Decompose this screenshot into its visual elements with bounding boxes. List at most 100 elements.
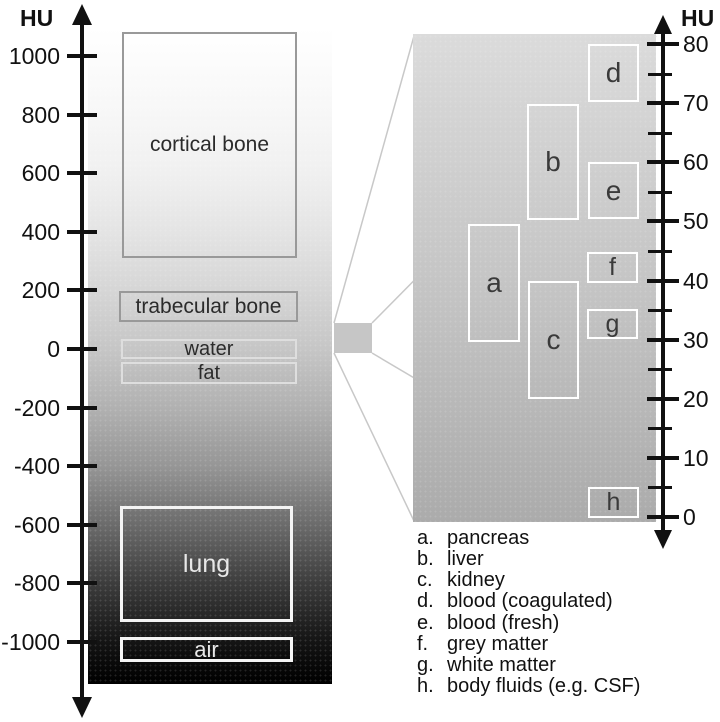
left-axis-tick-label--400: -400 <box>13 453 60 479</box>
legend-name: grey matter <box>447 633 549 655</box>
left-axis-tick-label--200: -200 <box>13 395 60 421</box>
right-axis-major-tick <box>647 219 679 223</box>
right-axis-major-tick <box>647 279 679 283</box>
legend-key: d. <box>417 590 434 612</box>
water-box: water <box>121 337 297 360</box>
right-axis-major-tick <box>647 397 679 401</box>
left-axis-line <box>80 20 84 700</box>
right-axis-major-tick <box>647 101 679 105</box>
right-axis-tick-label-50: 50 <box>683 208 709 234</box>
blood-fresh-letter: e <box>605 174 622 206</box>
grey-matter-letter: f <box>609 253 616 281</box>
fat-box: fat <box>121 362 297 384</box>
legend-item-liver: b. liver <box>417 548 697 570</box>
right-axis-major-tick <box>647 160 679 164</box>
legend-key: e. <box>417 612 434 634</box>
left-axis-tick <box>67 54 97 58</box>
left-axis-tick-label--800: -800 <box>13 570 60 596</box>
liver-letter: b <box>545 146 561 177</box>
left-axis-tick <box>67 581 97 585</box>
legend-key: c. <box>417 569 433 591</box>
left-axis-arrow-up-icon <box>72 4 92 25</box>
air-label: air <box>194 636 219 662</box>
kidney-letter: c <box>546 324 561 355</box>
grey-matter-range-box: f <box>587 252 638 283</box>
right-axis-tick-label-10: 10 <box>683 445 709 471</box>
kidney-range-box: c <box>528 281 579 399</box>
right-axis-unit-label: HU <box>681 5 715 31</box>
cortical-bone-label: cortical bone <box>149 133 270 156</box>
left-axis-tick <box>67 347 97 351</box>
air-box: air <box>120 637 293 662</box>
legend-name: liver <box>447 548 484 570</box>
right-axis-minor-tick <box>648 309 672 312</box>
right-axis-tick-label-60: 60 <box>683 149 709 175</box>
legend-item-blood-fresh: e. blood (fresh) <box>417 612 697 634</box>
right-axis-major-tick <box>647 42 679 46</box>
fat-label: fat <box>197 361 221 384</box>
right-axis-minor-tick <box>648 368 672 371</box>
zoom-source-rect <box>334 323 372 353</box>
legend-name: pancreas <box>447 527 530 549</box>
legend-key: b. <box>417 548 434 570</box>
right-axis-major-tick <box>647 338 679 342</box>
left-axis-tick <box>67 464 97 468</box>
left-axis-tick <box>67 113 97 117</box>
left-axis-tick <box>67 288 97 292</box>
lung-box: lung <box>120 506 293 622</box>
blood-coagulated-letter: d <box>605 57 622 88</box>
right-axis-minor-tick <box>648 191 672 194</box>
legend-item-pancreas: a. pancreas <box>417 527 697 549</box>
legend-key: h. <box>417 675 434 697</box>
right-axis-tick-label-70: 70 <box>683 90 709 116</box>
legend-key: f. <box>417 633 429 655</box>
legend-name: blood (coagulated) <box>447 590 613 612</box>
right-axis-arrow-up-icon <box>654 15 672 34</box>
lung-label: lung <box>182 549 231 578</box>
white-matter-letter: g <box>605 309 620 338</box>
right-axis-tick-label-20: 20 <box>683 386 709 412</box>
legend-item-grey-matter: f. grey matter <box>417 633 697 655</box>
left-axis-unit-label: HU <box>20 5 54 31</box>
water-label: water <box>184 337 234 360</box>
right-axis-tick-label-80: 80 <box>683 31 709 57</box>
body-fluids-letter: h <box>606 488 621 516</box>
right-axis-minor-tick <box>648 132 672 135</box>
white-matter-range-box: g <box>587 309 638 339</box>
right-axis-tick-label-30: 30 <box>683 327 709 353</box>
body-fluids-range-box: h <box>588 487 639 518</box>
left-axis-tick-label-800: 800 <box>21 102 60 128</box>
left-axis-tick-label-200: 200 <box>21 277 60 303</box>
legend-item-white-matter: g. white matter <box>417 654 697 676</box>
right-axis-minor-tick <box>648 486 672 489</box>
right-axis-tick-label-0: 0 <box>683 504 696 530</box>
left-axis-tick <box>67 230 97 234</box>
legend-item-kidney: c. kidney <box>417 569 697 591</box>
left-axis-tick <box>67 171 97 175</box>
left-axis-tick-label-0: 0 <box>47 336 60 362</box>
callout-line-top-left <box>333 35 415 324</box>
right-axis-major-tick <box>647 515 679 519</box>
pancreas-range-box: a <box>468 224 520 342</box>
left-axis-tick-label-600: 600 <box>21 160 60 186</box>
legend-key: a. <box>417 527 434 549</box>
trabecular-bone-box: trabecular bone <box>119 291 298 322</box>
right-axis-major-tick <box>647 456 679 460</box>
pancreas-letter: a <box>486 267 502 298</box>
left-axis-tick <box>67 406 97 410</box>
legend-name: blood (fresh) <box>447 612 560 634</box>
left-axis-tick-label--1000: -1000 <box>1 629 60 655</box>
left-axis-tick-label-1000: 1000 <box>8 43 60 69</box>
right-axis-minor-tick <box>648 250 672 253</box>
left-axis-tick-label-400: 400 <box>21 219 60 245</box>
blood-coagulated-range-box: d <box>588 44 639 102</box>
legend-item-blood-coagulated: d. blood (coagulated) <box>417 590 697 612</box>
legend-name: white matter <box>447 654 556 676</box>
left-axis-arrow-down-icon <box>72 697 92 718</box>
right-axis-tick-label-40: 40 <box>683 268 709 294</box>
left-axis-tick <box>67 640 97 644</box>
liver-range-box: b <box>527 104 579 220</box>
trabecular-bone-label: trabecular bone <box>135 294 282 318</box>
right-axis-minor-tick <box>648 427 672 430</box>
